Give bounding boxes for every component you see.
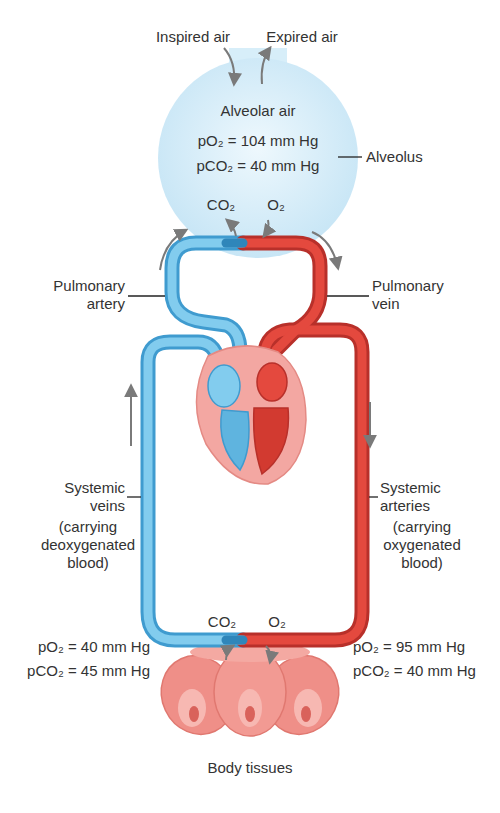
flow-arrow bbox=[160, 230, 186, 270]
vessel-label: Systemic veins bbox=[35, 479, 125, 515]
tissue-top bbox=[190, 642, 310, 662]
node-text: Alveolar air bbox=[158, 102, 358, 120]
pressure-value: pCO₂ = 40 mm Hg bbox=[353, 662, 500, 680]
pulmonary-vein-tube bbox=[243, 243, 320, 350]
vessel-label: Pulmonary vein bbox=[372, 277, 462, 313]
pulmonary-artery-tube bbox=[172, 243, 243, 352]
leader-line bbox=[128, 295, 165, 296]
leader-line bbox=[369, 496, 378, 497]
left-ventricle bbox=[254, 408, 289, 474]
gas-label: CO₂ bbox=[201, 196, 241, 214]
air-label: Expired air bbox=[252, 28, 352, 46]
body-tissues: Body tissues bbox=[150, 640, 350, 780]
flow-arrow bbox=[369, 402, 371, 446]
heart bbox=[196, 346, 306, 484]
tissue-nucleus bbox=[189, 706, 199, 722]
right-ventricle bbox=[221, 410, 249, 470]
tissue-cell bbox=[238, 689, 262, 727]
pulmonary-vein-tube bbox=[243, 243, 320, 350]
flow-arrow bbox=[130, 386, 132, 446]
tissue-nucleus bbox=[245, 706, 255, 722]
node-text: Body tissues bbox=[150, 759, 350, 777]
vessel-label: Pulmonary artery bbox=[35, 277, 125, 313]
systemic-artery-tube bbox=[243, 330, 362, 640]
pressure-value: pO₂ = 95 mm Hg bbox=[353, 638, 500, 656]
leader-line bbox=[127, 496, 141, 497]
node-text: pO₂ = 104 mm Hg bbox=[158, 132, 358, 150]
tissue-cell bbox=[178, 689, 206, 727]
right-atrium bbox=[208, 365, 240, 407]
note: (carrying deoxygenated blood) bbox=[38, 518, 138, 572]
alveolus-circle bbox=[158, 58, 358, 258]
gas-label: O₂ bbox=[257, 613, 297, 631]
gas-label: CO₂ bbox=[202, 613, 242, 631]
systemic-vein-tube bbox=[148, 342, 243, 640]
pulmonary-artery-tube bbox=[172, 243, 243, 352]
alveolus: Alveolar air pO₂ = 104 mm Hg pCO₂ = 40 mm … bbox=[158, 58, 358, 258]
node-text: pCO₂ = 40 mm Hg bbox=[158, 157, 358, 175]
systemic-vein-tube bbox=[148, 342, 243, 640]
gas-label: O₂ bbox=[256, 196, 296, 214]
vessel-label: Systemic arteries bbox=[380, 479, 465, 515]
pressure-value: pCO₂ = 45 mm Hg bbox=[0, 662, 150, 680]
note: (carrying oxygenated blood) bbox=[372, 518, 472, 572]
systemic-artery-tube bbox=[243, 330, 362, 640]
tissue-cell bbox=[294, 689, 322, 727]
tissue-nucleus bbox=[301, 706, 311, 722]
air-label: Inspired air bbox=[143, 28, 243, 46]
left-atrium bbox=[257, 363, 287, 401]
leader-line bbox=[327, 295, 369, 296]
part-label: Alveolus bbox=[366, 148, 466, 166]
pressure-value: pO₂ = 40 mm Hg bbox=[0, 638, 150, 656]
